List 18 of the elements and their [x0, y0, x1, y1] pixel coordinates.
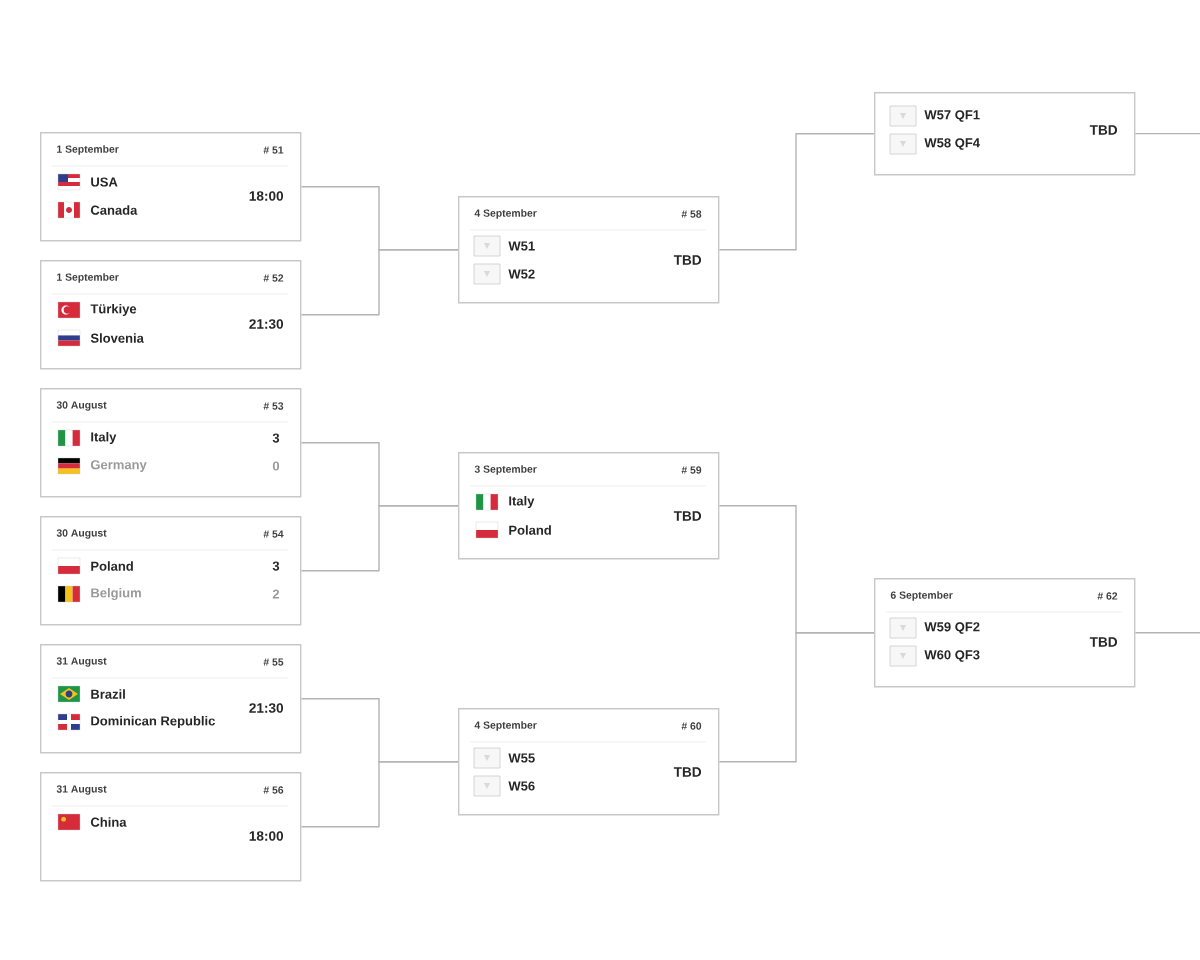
- bracket-line: [718, 133, 875, 251]
- bracket-line: [300, 249, 459, 316]
- match-card: [458, 708, 720, 816]
- match-card: [40, 388, 302, 498]
- match-card: [40, 132, 302, 242]
- bracket-line: [300, 761, 459, 828]
- match-card: [458, 196, 720, 304]
- match-card: [40, 644, 302, 754]
- bracket-line: [300, 505, 459, 572]
- match-card: [40, 516, 302, 626]
- match-card: [874, 578, 1136, 688]
- match-card: [40, 772, 302, 882]
- bracket-line: [1134, 133, 1200, 135]
- bracket-line: [718, 632, 875, 763]
- match-card: [40, 260, 302, 370]
- bracket-line: [1134, 632, 1200, 634]
- match-card: [458, 452, 720, 560]
- match-card: [874, 92, 1136, 176]
